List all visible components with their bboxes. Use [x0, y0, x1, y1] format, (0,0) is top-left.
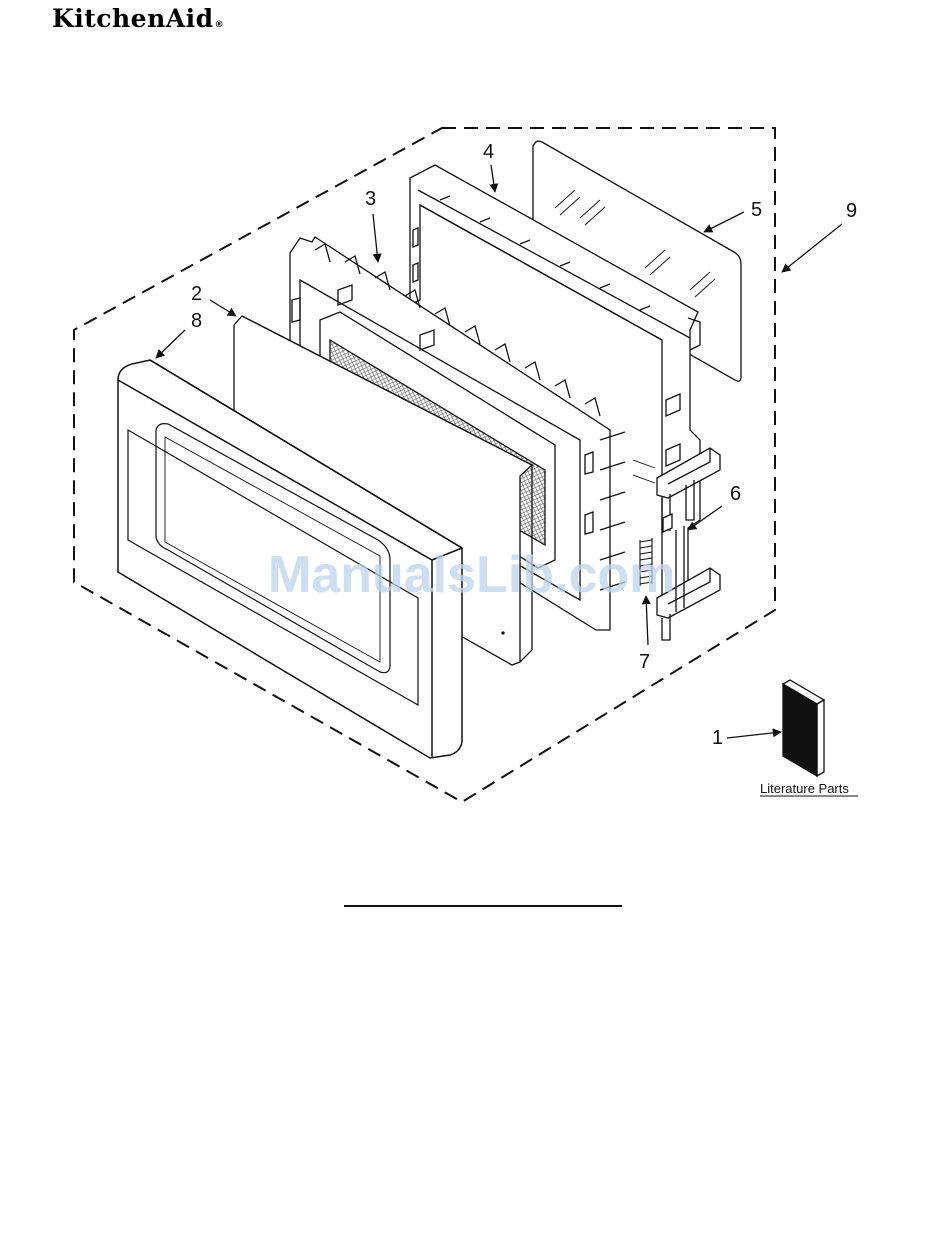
callout-3: 3	[365, 188, 376, 210]
callout-9: 9	[846, 200, 857, 222]
literature-parts-label: Literature Parts	[760, 781, 849, 796]
callout-5: 5	[751, 199, 762, 221]
callout-1: 1	[712, 727, 723, 749]
callout-7: 7	[639, 651, 650, 673]
callout-2: 2	[191, 283, 202, 305]
part-1-literature-booklet	[783, 680, 824, 776]
callout-6: 6	[730, 483, 741, 505]
footer-rule	[344, 905, 622, 907]
watermark-text: ManualsLib.com	[268, 546, 675, 604]
callout-8: 8	[191, 310, 202, 332]
callout-4: 4	[483, 141, 494, 163]
